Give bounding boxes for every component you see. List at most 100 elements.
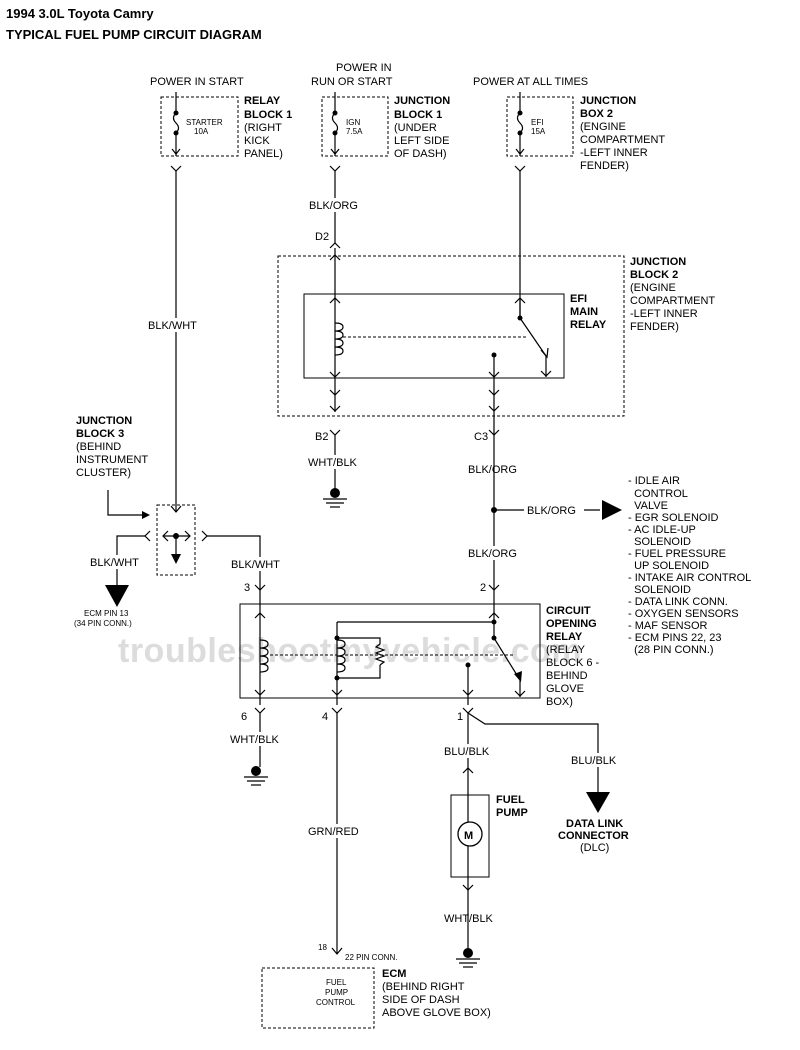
junction-block-2-loc3: -LEFT INNER	[630, 308, 698, 320]
cor-name3: RELAY	[546, 631, 583, 643]
branch-item: - INTAKE AIR CONTROL	[628, 572, 751, 584]
junction-box-2-loc3: -LEFT INNER	[580, 147, 648, 159]
junction-block-3-loc2: INSTRUMENT	[76, 454, 148, 466]
blu-blk-dlc-label: BLU/BLK	[571, 755, 617, 767]
junction-block-1-loc3: OF DASH)	[394, 148, 447, 160]
blk-org-2-label: BLK/ORG	[468, 548, 517, 560]
ecm-loc2: SIDE OF DASH	[382, 994, 460, 1006]
blk-wht-main-label: BLK/WHT	[148, 320, 197, 332]
ign-fuse	[321, 92, 389, 157]
diagram-title-line1: 1994 3.0L Toyota Camry	[6, 6, 154, 21]
junction-block-3-loc1: (BEHIND	[76, 441, 121, 453]
connector-b2: B2	[315, 431, 328, 443]
relay-block-1-name2: BLOCK 1	[244, 109, 292, 121]
junction-box-2-loc2: COMPARTMENT	[580, 134, 665, 146]
junction-box-2-loc1: (ENGINE	[580, 121, 626, 133]
ground-b2	[323, 488, 347, 508]
relay-block-1-loc3: PANEL)	[244, 148, 283, 160]
power-run-start-label-1: POWER IN	[336, 62, 392, 74]
blu-blk-pump-label: BLU/BLK	[444, 746, 490, 758]
efi-main-relay-internals	[329, 248, 552, 460]
ecm-inner3: CONTROL	[316, 998, 356, 1007]
relay-block-1-name1: RELAY	[244, 95, 281, 107]
junction-box-2-name2: BOX 2	[580, 108, 613, 120]
branch-item: - OXYGEN SENSORS	[628, 608, 739, 620]
ecm-loc3: ABOVE GLOVE BOX)	[382, 1007, 491, 1019]
junction-block-3-loc3: CLUSTER)	[76, 467, 131, 479]
fuel-pump-name2: PUMP	[496, 807, 528, 819]
junction-block-2-name1: JUNCTION	[630, 256, 686, 268]
relay-block-1-loc1: (RIGHT	[244, 122, 282, 134]
connector-1: 1	[457, 711, 463, 723]
ecm-name: ECM	[382, 968, 406, 980]
branch-item: (28 PIN CONN.)	[628, 644, 714, 656]
junction-block-1-loc2: LEFT SIDE	[394, 135, 449, 147]
connector-3: 3	[244, 582, 250, 594]
efi-main-relay-name1: EFI	[570, 293, 587, 305]
cor-loc4: GLOVE	[546, 683, 584, 695]
dlc-name2: CONNECTOR	[558, 830, 629, 842]
ign-fuse-name: IGN	[346, 118, 360, 127]
starter-fuse	[160, 92, 239, 157]
junction-block-2-loc2: COMPARTMENT	[630, 295, 715, 307]
branch-item: SOLENOID	[628, 584, 691, 596]
dlc-name1: DATA LINK	[566, 818, 623, 830]
ecm-box	[261, 967, 375, 1029]
branch-item: UP SOLENOID	[628, 560, 709, 572]
blk-org-top-label: BLK/ORG	[309, 200, 358, 212]
cor-loc3: BEHIND	[546, 670, 588, 682]
ecm-loc1: (BEHIND RIGHT	[382, 981, 465, 993]
ecm-pin-18: 18	[318, 943, 327, 952]
fuel-pump	[450, 790, 490, 900]
circuit-opening-relay-internals	[254, 590, 526, 705]
ecm-pin13-line1: ECM PIN 13	[84, 609, 129, 618]
junction-block-2-name2: BLOCK 2	[630, 269, 678, 281]
branch-item: VALVE	[628, 500, 668, 512]
connector-c3: C3	[474, 431, 488, 443]
circuit-opening-relay-box	[239, 603, 541, 699]
starter-fuse-name: STARTER	[186, 118, 223, 127]
cor-name2: OPENING	[546, 618, 597, 630]
blk-wht-left-label: BLK/WHT	[90, 557, 139, 569]
wht-blk-pump-label: WHT/BLK	[444, 913, 494, 925]
junction-block-1-name2: BLOCK 1	[394, 109, 442, 121]
blk-org-c3-label: BLK/ORG	[468, 464, 517, 476]
ecm-inner2: PUMP	[325, 988, 348, 997]
junction-block-3	[105, 490, 266, 607]
junction-block-3-name2: BLOCK 3	[76, 428, 124, 440]
efi-main-relay-name3: RELAY	[570, 319, 607, 331]
ign-fuse-rating: 7.5A	[346, 127, 363, 136]
power-run-start-label-2: RUN OR START	[311, 76, 393, 88]
efi-fuse	[506, 92, 574, 157]
efi-main-relay-box	[303, 293, 565, 379]
motor-symbol: M	[464, 830, 473, 842]
branch-item: - ECM PINS 22, 23	[628, 632, 722, 644]
blk-wht-right-label: BLK/WHT	[231, 559, 280, 571]
c3-terminal	[488, 429, 500, 436]
efi-main-relay-name2: MAIN	[570, 306, 598, 318]
branch-item: - EGR SOLENOID	[628, 512, 719, 524]
junction-block-1-loc1: (UNDER	[394, 122, 437, 134]
branch-item: - MAF SENSOR	[628, 620, 708, 632]
dlc-abbr: (DLC)	[580, 842, 609, 854]
cor-loc1: (RELAY	[546, 644, 586, 656]
efi-fuse-name: EFI	[531, 118, 543, 127]
blk-wht-main-wire	[170, 165, 182, 513]
junction-block-2-outline	[277, 255, 625, 417]
wht-blk-6-label: WHT/BLK	[230, 734, 280, 746]
relay-block-1-loc2: KICK	[244, 135, 270, 147]
cor-loc2: BLOCK 6 -	[546, 657, 600, 669]
cor-name1: CIRCUIT	[546, 605, 591, 617]
branch-item: - AC IDLE-UP	[628, 524, 696, 536]
branch-item: - DATA LINK CONN.	[628, 596, 728, 608]
branch-item: - IDLE AIR	[628, 475, 680, 487]
efi-fuse-rating: 15A	[531, 127, 546, 136]
pin6-ground-wire	[244, 707, 268, 786]
starter-fuse-rating: 10A	[194, 127, 209, 136]
diagram-title-line2: TYPICAL FUEL PUMP CIRCUIT DIAGRAM	[6, 27, 262, 42]
pump-ground	[456, 900, 480, 968]
blk-org-splice	[491, 460, 622, 590]
branch-item: - FUEL PRESSURE	[628, 548, 726, 560]
wht-blk-b2-label: WHT/BLK	[308, 457, 358, 469]
